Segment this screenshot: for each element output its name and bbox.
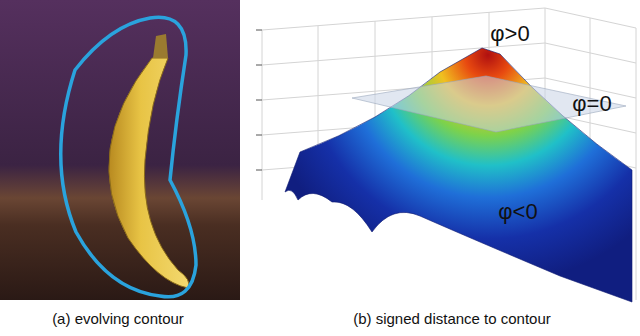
zero-plane xyxy=(352,76,626,132)
region-label: φ>0 xyxy=(490,22,529,46)
banana-stem xyxy=(153,34,168,58)
photo xyxy=(0,0,240,300)
ticks xyxy=(256,30,262,170)
distance-surface xyxy=(285,48,632,302)
region-label: φ<0 xyxy=(498,200,537,224)
banana xyxy=(109,58,189,288)
caption-a: (a) evolving contour xyxy=(52,311,184,328)
region-label: φ=0 xyxy=(572,92,611,116)
caption-b: (b) signed distance to contour xyxy=(353,311,551,328)
contour xyxy=(61,17,196,297)
